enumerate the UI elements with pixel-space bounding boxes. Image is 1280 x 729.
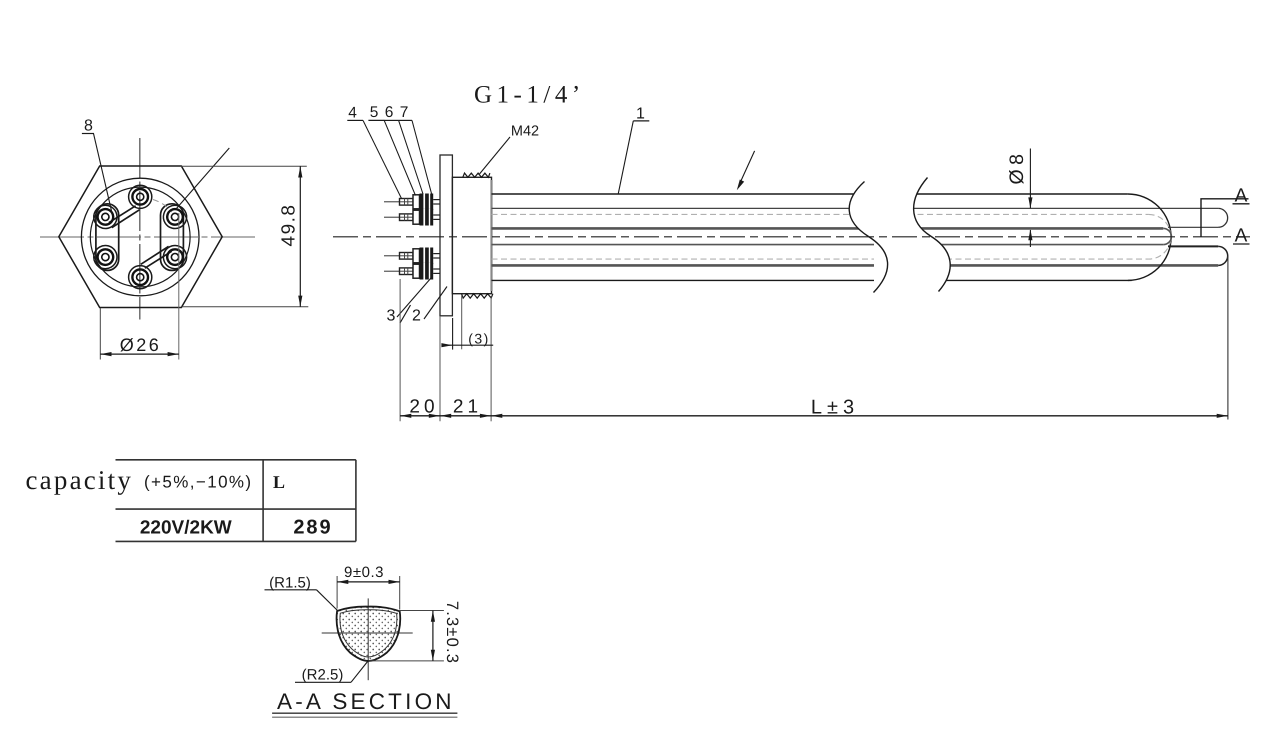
svg-text:M42: M42: [511, 124, 539, 140]
svg-text:1: 1: [636, 106, 645, 123]
svg-text:9±0.3: 9±0.3: [344, 564, 384, 581]
svg-text:220V/2KW: 220V/2KW: [140, 518, 232, 539]
svg-text:2: 2: [412, 308, 421, 325]
svg-text:6: 6: [385, 104, 394, 121]
svg-text:A: A: [1235, 186, 1248, 207]
svg-text:7: 7: [400, 104, 409, 121]
svg-text:8: 8: [84, 118, 93, 135]
svg-text:4: 4: [348, 105, 357, 122]
svg-text:3: 3: [387, 308, 396, 325]
svg-text:A-A SECTION: A-A SECTION: [277, 689, 455, 714]
svg-text:G1-1/4’: G1-1/4’: [474, 82, 585, 109]
svg-text:Ø26: Ø26: [120, 335, 162, 355]
svg-text:L±3: L±3: [811, 397, 859, 419]
svg-text:(+5%,−10%): (+5%,−10%): [144, 473, 253, 492]
svg-text:(R1.5): (R1.5): [269, 575, 311, 592]
svg-text:5: 5: [370, 104, 379, 121]
svg-text:L: L: [273, 472, 285, 492]
svg-text:A: A: [1235, 226, 1248, 247]
svg-text:20: 20: [409, 397, 438, 418]
svg-text:(R2.5): (R2.5): [302, 667, 344, 684]
svg-text:Ø8: Ø8: [1006, 149, 1028, 184]
svg-text:21: 21: [453, 397, 482, 418]
svg-text:289: 289: [293, 517, 332, 539]
svg-text:(3): (3): [468, 331, 490, 347]
svg-text:49.8: 49.8: [279, 204, 300, 247]
svg-text:capacity: capacity: [26, 465, 134, 495]
svg-text:7.3±0.3: 7.3±0.3: [443, 601, 461, 664]
